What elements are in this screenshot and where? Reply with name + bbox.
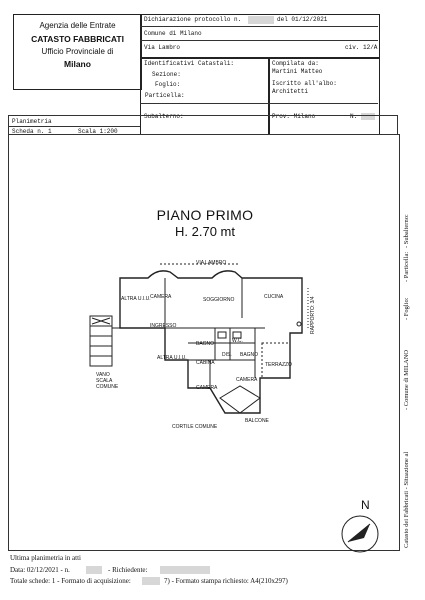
- drawing-title: PIANO PRIMO: [156, 207, 254, 223]
- divider: [268, 103, 378, 104]
- frame-right-top: [397, 115, 398, 135]
- redacted-field: [361, 113, 375, 120]
- divider: [140, 40, 378, 41]
- via-label: Via Lambro: [144, 44, 181, 51]
- n-label: N.: [350, 113, 358, 120]
- room-camera-2: CAMERA: [196, 385, 218, 391]
- redacted-field: [86, 566, 102, 574]
- north-label: N: [361, 498, 370, 512]
- room-cucina: CUCINA: [264, 294, 284, 300]
- room-ingresso: INGRESSO: [150, 323, 177, 329]
- side-text-catasto: Catasto dei Fabbricati - Situazione al: [403, 451, 410, 548]
- room-terrazzo: TERRAZZO: [265, 362, 292, 368]
- side-text-particella: - Particella:: [403, 251, 410, 282]
- agency-name: Agenzia delle Entrate: [39, 21, 116, 30]
- drawing-height: H. 2.70 mt: [175, 224, 235, 239]
- identificativi-label: Identificativi Catastali:: [144, 60, 235, 67]
- street-label: VIA LAMBRO: [196, 260, 227, 266]
- dichiarazione-box: [140, 14, 380, 59]
- divider: [140, 26, 378, 27]
- subalterno-label: Subalterno:: [144, 113, 184, 120]
- drawing-frame: [8, 134, 400, 551]
- footer-line-3b: 7) - Formato stampa richiesto: A4(210x29…: [164, 577, 288, 585]
- agency-box: Agenzia delle Entrate CATASTO FABBRICATI…: [13, 14, 142, 90]
- vano-scala-label: VANO SCALA COMUNE: [96, 372, 119, 390]
- room-bagno-1: BAGNO: [196, 341, 215, 347]
- room-soggiorno: SOGGIORNO: [203, 297, 235, 303]
- footer-line-2b: - Richiedente:: [108, 566, 148, 574]
- divider: [140, 103, 268, 104]
- altra-ui-2: ALTRA U.I.U.: [157, 355, 187, 361]
- north-arrow-icon: [341, 515, 379, 553]
- dichiarazione-date: del 01/12/2021: [277, 16, 328, 23]
- footer-line-1: Ultima planimetria in atti: [10, 554, 81, 562]
- comune-label: Comune di Milano: [144, 30, 202, 37]
- frame-left-top: [8, 115, 9, 135]
- catasto-title: CATASTO FABBRICATI: [31, 34, 124, 44]
- room-wc: W.C.: [232, 338, 243, 344]
- side-text-foglio: - Foglio:: [403, 297, 410, 320]
- floor-plan: [89, 263, 309, 414]
- room-balcone: BALCONE: [245, 418, 269, 424]
- room-bagno-2: BAGNO: [240, 352, 259, 358]
- prov-label: Prov. Milano: [272, 113, 316, 120]
- scheda-label: Scheda n. 1: [12, 128, 52, 135]
- dichiarazione-label: Dichiarazione protocollo n.: [144, 16, 242, 23]
- civico-label: civ. 12/A: [345, 44, 378, 51]
- sezione-label: Sezione:: [152, 71, 181, 78]
- iscritto-label: Iscritto all'albo:: [272, 80, 337, 87]
- side-text-subalterno: - Subalterno:: [403, 214, 410, 248]
- compilata-name: Martini Matteo: [272, 68, 323, 75]
- iscritto-value: Architetti: [272, 88, 309, 95]
- side-text-comune: - Comune di MILANO: [403, 349, 410, 410]
- redacted-field: [248, 16, 274, 24]
- planimetria-label: Planimetria: [12, 118, 52, 125]
- footer-line-3: Totale schede: 1 - Formato di acquisizio…: [10, 577, 131, 585]
- ufficio-label: Ufficio Provinciale di: [41, 47, 114, 56]
- footer-line-2: Data: 02/12/2021 - n.: [10, 566, 70, 574]
- rapporto-label: RAPPORTO: 3/4: [310, 296, 316, 334]
- compilata-label: Compilata da:: [272, 60, 319, 67]
- cortile-label: CORTILE COMUNE: [172, 424, 218, 430]
- redacted-field: [160, 566, 210, 574]
- room-disimpegno: DIS.: [222, 352, 232, 358]
- frame-top: [8, 115, 398, 116]
- ufficio-city: Milano: [64, 59, 91, 69]
- redacted-field: [142, 577, 160, 585]
- room-camera: CAMERA: [150, 294, 172, 300]
- room-cabina: CABINA: [196, 360, 215, 366]
- divider: [8, 126, 140, 127]
- particella-label: Particella:: [145, 92, 185, 99]
- altra-ui-1: ALTRA U.I.U.: [121, 296, 151, 302]
- room-camera-3: CAMERA: [236, 377, 258, 383]
- foglio-label: Foglio:: [155, 81, 181, 88]
- scala-label: Scala 1:200: [78, 128, 118, 135]
